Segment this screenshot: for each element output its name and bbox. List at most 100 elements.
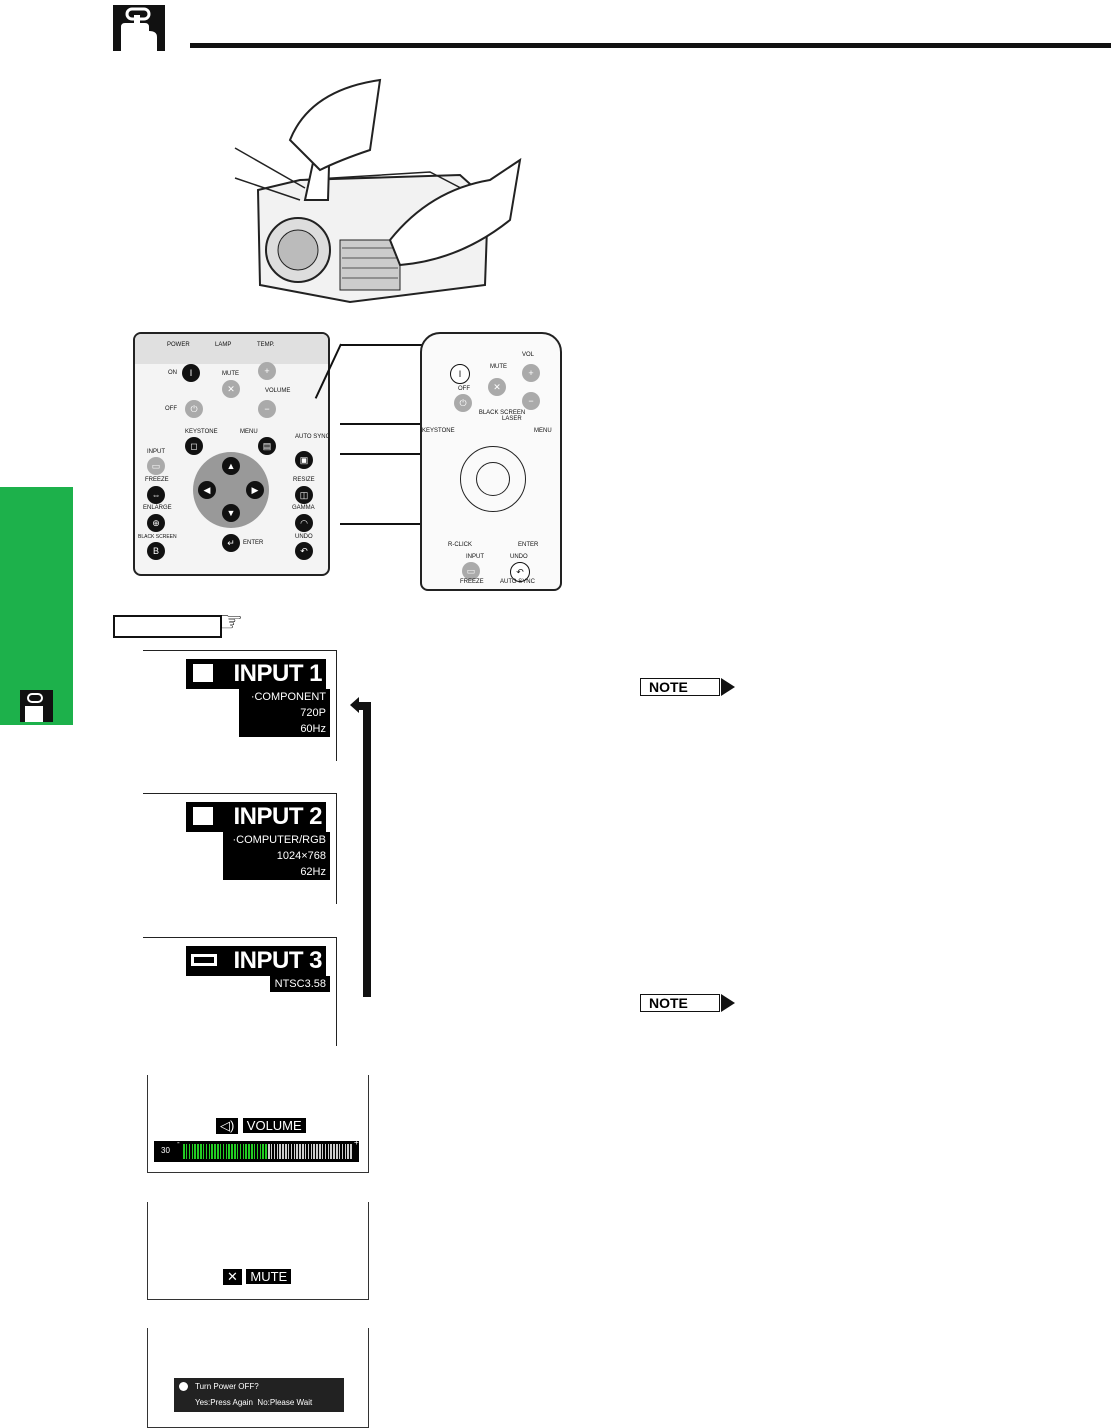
remote-r-click-label: R-CLICK	[448, 542, 473, 548]
undo-button[interactable]: ↶	[295, 542, 313, 560]
computer-icon	[190, 661, 216, 685]
osd-mute-header: ✕ MUTE	[223, 1268, 292, 1286]
auto-sync-button[interactable]: ▣	[295, 451, 313, 469]
speaker-icon: ◁)	[216, 1118, 239, 1134]
volume-tick	[183, 1144, 185, 1159]
volume-tick	[211, 1144, 213, 1159]
keystone-label: KEYSTONE	[185, 429, 218, 435]
remote-input-button[interactable]: ▭	[462, 562, 480, 580]
freeze-button[interactable]: ⇔	[147, 486, 165, 504]
remote-volume-up-button[interactable]: +	[522, 364, 540, 382]
volume-tick	[248, 1144, 250, 1159]
remote-auto-sync-label: AUTO SYNC	[500, 579, 535, 585]
remote-undo-button[interactable]: ↶	[510, 562, 530, 582]
mute-speaker-icon: ✕	[223, 1269, 242, 1285]
enter-button[interactable]: ↵	[222, 534, 240, 552]
resize-button[interactable]: ◫	[295, 486, 313, 504]
on-button[interactable]: I	[182, 364, 200, 382]
osd-input2-line: 1024×768	[276, 850, 326, 862]
volume-tick	[324, 1144, 327, 1159]
mute-button[interactable]: ✕	[222, 380, 240, 398]
enlarge-button[interactable]: ⊕	[147, 514, 165, 532]
left-arrow-button[interactable]: ◀	[198, 481, 216, 499]
remote-off-button[interactable]: ⏻	[454, 394, 472, 412]
right-arrow-button[interactable]: ▶	[246, 481, 264, 499]
osd-volume-label: VOLUME	[242, 1118, 306, 1133]
remote-control: VOL + − MUTE ✕ I OFF ⏻ BLACK SCREEN LASE…	[420, 332, 562, 591]
input-label: INPUT	[147, 449, 165, 455]
remote-center-ring	[476, 462, 510, 496]
volume-plus: +	[354, 1138, 359, 1147]
osd-input1-line: ·COMPONENT	[250, 691, 326, 703]
black-screen-label: BLACK SCREEN	[138, 534, 177, 540]
black-screen-button[interactable]: B	[147, 542, 165, 560]
volume-tick	[268, 1144, 270, 1159]
volume-bar: 30 - +	[154, 1138, 359, 1162]
volume-tick	[202, 1144, 205, 1159]
enlarge-label: ENLARGE	[143, 505, 172, 511]
volume-up-button[interactable]: +	[258, 362, 276, 380]
remote-keystone-label: KEYSTONE	[422, 428, 455, 434]
osd-power-off-screen: Turn Power OFF? Yes:Press Again No:Pleas…	[147, 1328, 369, 1428]
volume-tick	[290, 1144, 293, 1159]
volume-tick	[347, 1144, 349, 1159]
osd-input3-line: NTSC3.58	[270, 976, 330, 992]
volume-tick	[313, 1144, 315, 1159]
power-icon	[179, 1382, 188, 1391]
osd-volume-header: ◁) VOLUME	[216, 1117, 366, 1135]
gamma-button[interactable]: ◠	[295, 514, 313, 532]
volume-tick	[188, 1144, 191, 1159]
keystone-button[interactable]: ◻	[185, 437, 203, 455]
menu-button[interactable]: ▤	[258, 437, 276, 455]
volume-tick	[307, 1144, 310, 1159]
volume-tick	[217, 1144, 219, 1159]
down-arrow-button[interactable]: ▼	[222, 504, 240, 522]
on-label: ON	[168, 370, 177, 376]
osd-input2-line: 62Hz	[300, 866, 326, 878]
volume-down-button[interactable]: −	[258, 400, 276, 418]
volume-tick	[304, 1144, 307, 1159]
operation-icon	[20, 690, 53, 722]
volume-tick	[231, 1144, 233, 1159]
remote-direction-pad[interactable]	[460, 446, 526, 512]
resize-label: RESIZE	[293, 477, 315, 483]
callout-line	[340, 523, 460, 525]
osd-input2-screen: INPUT 2 ·COMPUTER/RGB 1024×768 62Hz	[143, 793, 337, 904]
osd-input2-line: ·COMPUTER/RGB	[232, 834, 327, 846]
remote-laser-label: LASER	[502, 416, 522, 422]
volume-tick	[191, 1144, 193, 1159]
remote-mute-label: MUTE	[490, 364, 507, 370]
osd-input1-detail: ·COMPONENT 720P 60Hz	[239, 689, 330, 737]
remote-on-button[interactable]: I	[450, 364, 470, 384]
volume-value: 30	[161, 1146, 170, 1155]
pointing-hand-icon: ☞	[218, 606, 244, 637]
volume-tick	[239, 1144, 242, 1159]
volume-tick	[333, 1144, 335, 1159]
off-label: OFF	[165, 406, 177, 412]
off-button[interactable]: ⏻	[185, 400, 203, 418]
volume-tick	[253, 1144, 256, 1159]
volume-tick	[265, 1144, 267, 1159]
input-cycle-arrow	[345, 695, 375, 1000]
volume-tick	[285, 1144, 287, 1159]
power-off-answer: Yes:Press Again No:Please Wait	[195, 1398, 313, 1407]
osd-input1-line: 60Hz	[300, 723, 326, 735]
remote-undo-label: UNDO	[510, 554, 528, 560]
up-arrow-button[interactable]: ▲	[222, 457, 240, 475]
remote-mute-button[interactable]: ✕	[488, 378, 506, 396]
volume-tick	[251, 1144, 253, 1159]
volume-tick	[194, 1144, 196, 1159]
volume-tick	[293, 1144, 295, 1159]
remote-freeze-label: FREEZE	[460, 579, 484, 585]
volume-tick	[344, 1144, 346, 1159]
volume-tick	[350, 1144, 352, 1159]
volume-tick	[234, 1144, 236, 1159]
input-button[interactable]: ▭	[147, 457, 165, 475]
power-indicator-label: POWER	[167, 342, 190, 348]
callout-line	[340, 453, 420, 455]
remote-volume-down-button[interactable]: −	[522, 392, 540, 410]
volume-tick	[197, 1144, 199, 1159]
volume-tick	[336, 1144, 338, 1159]
undo-label: UNDO	[295, 534, 313, 540]
volume-tick	[302, 1144, 304, 1159]
